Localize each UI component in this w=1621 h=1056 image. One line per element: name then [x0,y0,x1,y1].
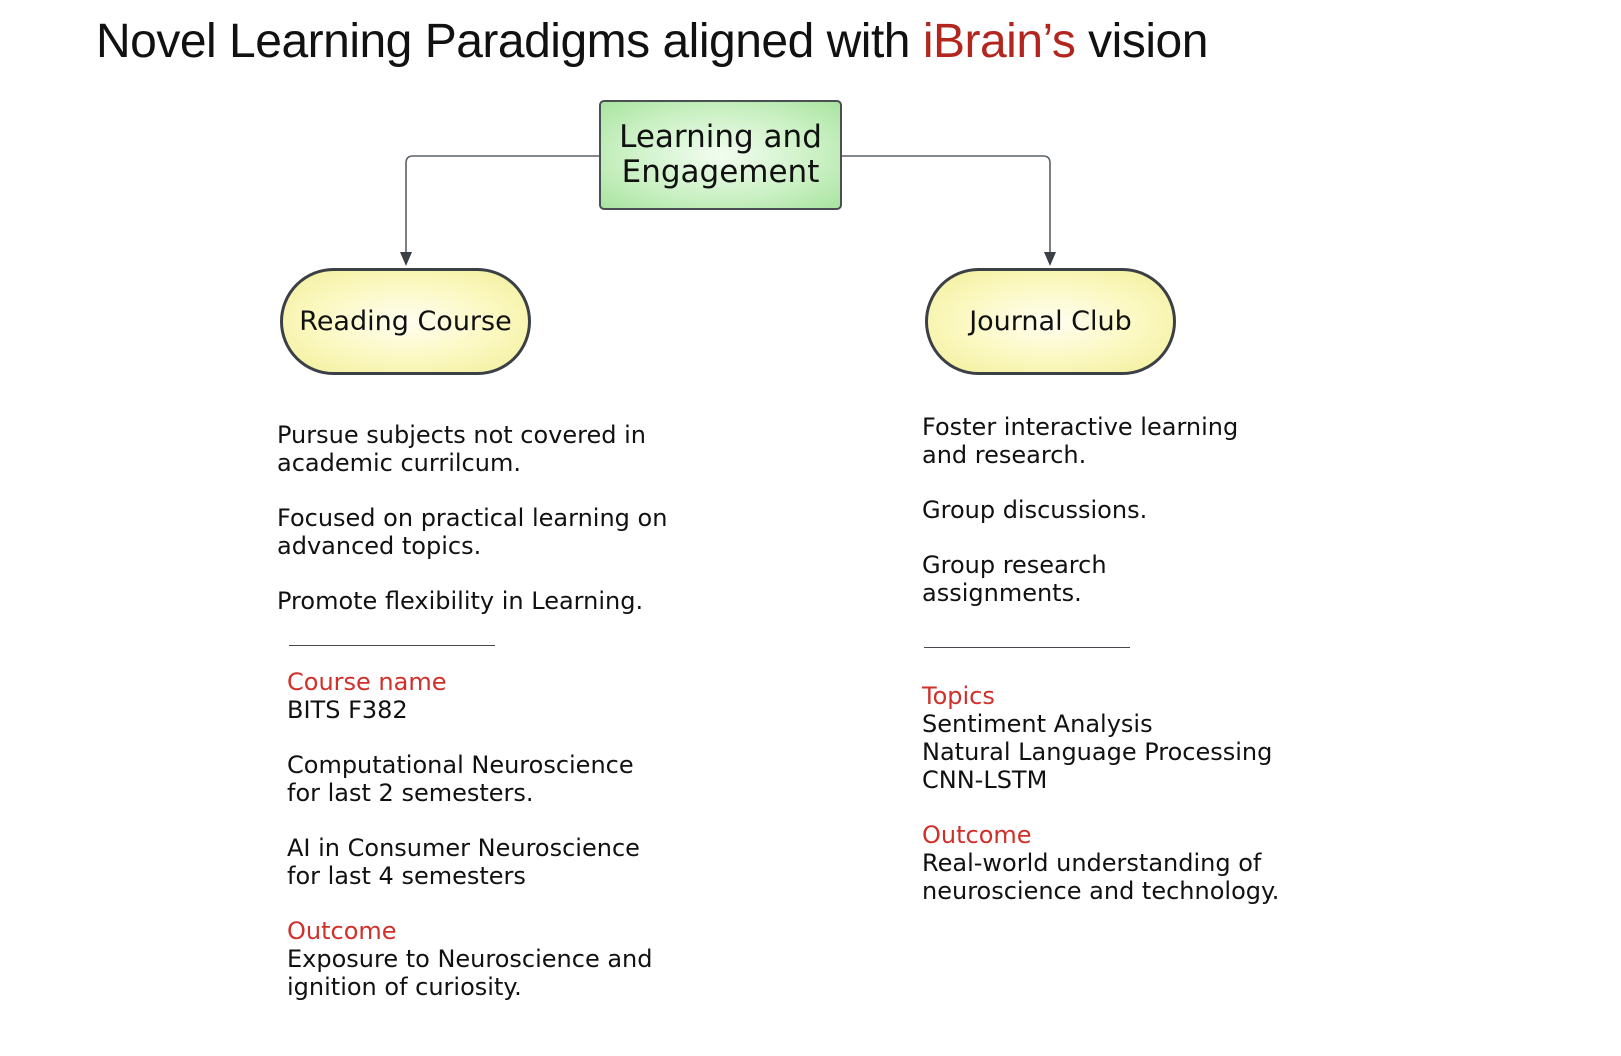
root-node-line2: Engagement [621,154,820,190]
reading-point-text: Focused on practical learning on [277,504,668,532]
node-journal-club-label: Journal Club [969,306,1132,337]
topic-item: CNN-LSTM [922,766,1048,794]
course-title: Computational Neuroscience [287,751,634,779]
journal-outcome-block: Outcome Real-world understanding of neur… [922,821,1322,905]
reading-point-text: Pursue subjects not covered in [277,421,646,449]
connector-root-to-reading-course [405,155,599,255]
reading-point: Pursue subjects not covered in academic … [277,421,677,477]
reading-outcome-text: ignition of curiosity. [287,973,522,1001]
journal-point: Foster interactive learning and research… [922,413,1282,469]
reading-outcome-label: Outcome [287,917,397,945]
journal-club-points: Foster interactive learning and research… [922,413,1282,634]
journal-point-text: Group discussions. [922,496,1148,524]
title-prefix: Novel Learning Paradigms aligned with [96,15,923,68]
journal-outcome-label: Outcome [922,821,1032,849]
course-duration: for last 2 semesters. [287,779,534,807]
journal-point-text: Foster interactive learning [922,413,1239,441]
journal-outcome-text: neuroscience and technology. [922,877,1280,905]
node-reading-course: Reading Course [280,268,531,375]
course-entry: Computational Neuroscience for last 2 se… [287,751,687,807]
root-node-line1: Learning and [619,119,822,155]
journal-point-text: assignments. [922,579,1082,607]
divider-reading-course [289,645,495,646]
arrowhead-journal-club [1044,252,1056,266]
course-entry: AI in Consumer Neuroscience for last 4 s… [287,834,687,890]
journal-point-text: and research. [922,441,1087,469]
reading-outcome-text: Exposure to Neuroscience and [287,945,653,973]
title-accent-ibrain: iBrain’s [922,15,1076,68]
node-reading-course-label: Reading Course [299,306,512,337]
course-name-label: Course name [287,668,447,696]
arrowhead-reading-course [400,252,412,266]
reading-point: Promote flexibility in Learning. [277,587,677,615]
title-suffix: vision [1075,15,1208,68]
slide-title: Novel Learning Paradigms aligned with iB… [96,14,1208,69]
reading-point-text: Promote flexibility in Learning. [277,587,644,615]
reading-outcome-block: Outcome Exposure to Neuroscience and ign… [287,917,687,1001]
course-code: BITS F382 [287,696,408,724]
course-duration: for last 4 semesters [287,862,526,890]
journal-club-details: Topics Sentiment Analysis Natural Langua… [922,682,1322,932]
topics-label: Topics [922,682,995,710]
journal-point: Group discussions. [922,496,1282,524]
topic-item: Natural Language Processing [922,738,1273,766]
reading-course-details: Course name BITS F382 Computational Neur… [287,668,687,1028]
divider-journal-club [924,647,1130,648]
course-title: AI in Consumer Neuroscience [287,834,640,862]
journal-point-text: Group research [922,551,1107,579]
connector-root-to-journal-club [842,155,1051,255]
journal-point: Group research assignments. [922,551,1282,607]
topic-item: Sentiment Analysis [922,710,1153,738]
reading-point-text: advanced topics. [277,532,482,560]
root-node-learning-engagement: Learning and Engagement [599,100,842,210]
journal-outcome-text: Real-world understanding of [922,849,1262,877]
reading-point: Focused on practical learning on advance… [277,504,677,560]
course-name-block: Course name BITS F382 [287,668,687,724]
reading-point-text: academic currilcum. [277,449,521,477]
reading-course-points: Pursue subjects not covered in academic … [277,421,677,642]
topics-block: Topics Sentiment Analysis Natural Langua… [922,682,1322,794]
node-journal-club: Journal Club [925,268,1176,375]
